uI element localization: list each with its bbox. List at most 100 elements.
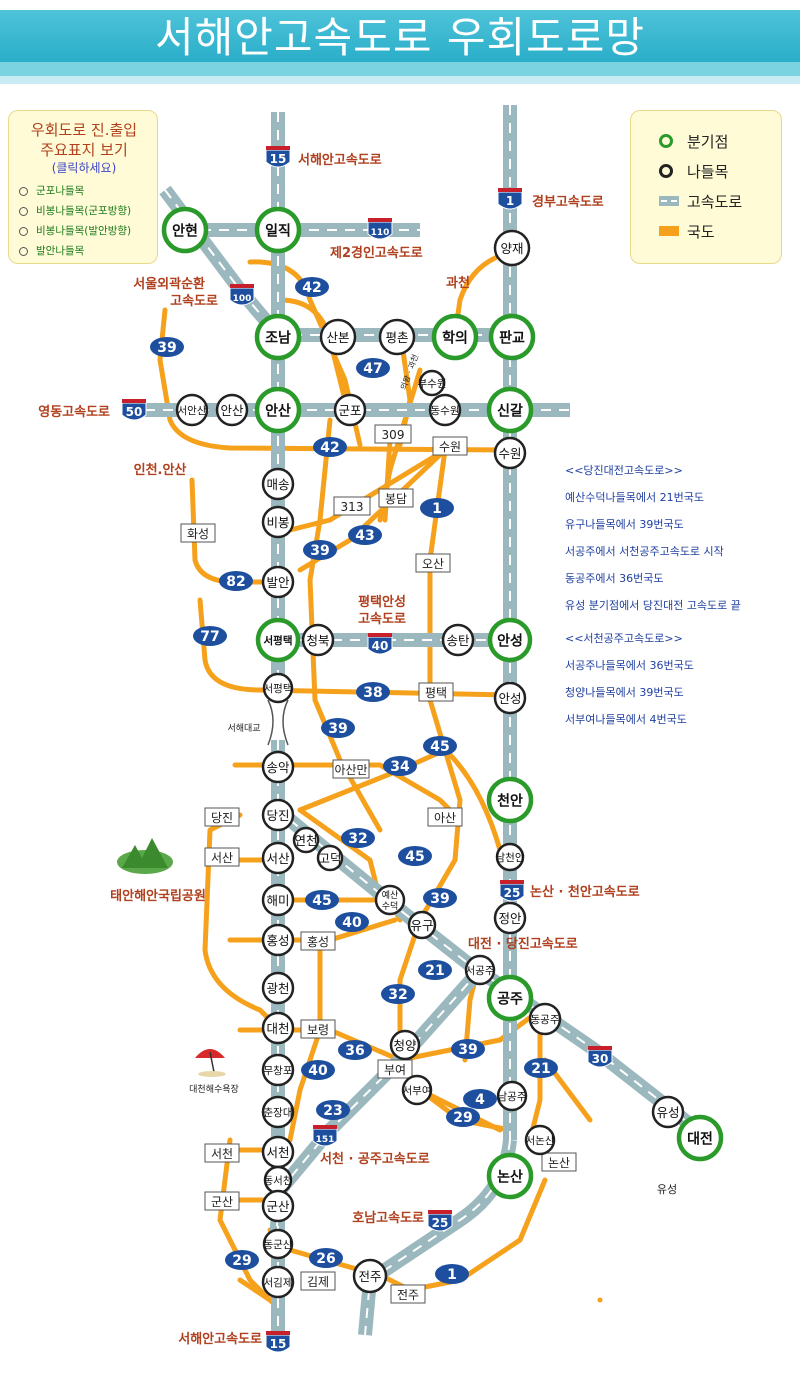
- interchange-34: 서부여: [401, 1074, 433, 1106]
- shortcut-item-gunpo[interactable]: 군포나들목: [19, 183, 84, 198]
- radio-icon: [19, 226, 28, 236]
- national-road-swatch-icon: [659, 226, 679, 236]
- interchange-4: 안산: [215, 393, 249, 427]
- expressway-label-line2: 고속도로: [170, 294, 218, 309]
- interchange-label: 서김제: [264, 1277, 293, 1289]
- badge-shape: [341, 828, 375, 848]
- interchange-41: 동군산: [262, 1228, 294, 1260]
- shield-cap: [313, 1125, 337, 1129]
- junction-0: 안현: [161, 206, 209, 254]
- interchange-27: 서공주: [464, 954, 496, 986]
- junction-label: 서평택: [264, 634, 293, 647]
- route-shield-3: 100: [229, 284, 255, 306]
- interchange-label: 정안: [498, 911, 522, 926]
- route-shield-5: 40: [367, 633, 393, 655]
- city-box-label: 서천: [211, 1146, 233, 1161]
- junction-10: 공주: [486, 974, 534, 1022]
- road-number-badge: 32: [341, 828, 375, 848]
- road-number-badge: 1: [420, 498, 454, 518]
- shortcut-item-balan[interactable]: 발안나들목: [19, 243, 84, 258]
- junction-label: 대전: [687, 1130, 713, 1147]
- interchange-ring: [261, 971, 295, 1005]
- expressway-label-line2: 고속도로: [358, 612, 406, 627]
- badge-number: 32: [348, 831, 367, 847]
- national-road-line: [527, 1017, 543, 1143]
- city-box-frame: [432, 436, 468, 456]
- road-number-badge: 40: [301, 1060, 335, 1080]
- city-box: 논산: [541, 1152, 577, 1172]
- road-number-badge: 77: [193, 626, 227, 646]
- badge-number: 40: [308, 1063, 328, 1079]
- interchange-35: 춘장대: [261, 1095, 295, 1129]
- badge-shape: [418, 960, 452, 980]
- road-number-badge: 39: [423, 888, 457, 908]
- shortcut-box: 우회도로 진.출입 주요표지 보기 (클릭하세요) 군포나들목 비봉나들목(군포…: [8, 110, 158, 264]
- interchange-ring: [496, 1080, 528, 1112]
- interchange-38: 서천: [261, 1135, 295, 1169]
- junction-ring: [255, 617, 301, 663]
- shield-cap: [588, 1046, 612, 1050]
- interchange-ring: [428, 393, 462, 427]
- badge-number: 36: [345, 1043, 364, 1059]
- badge-number: 29: [232, 1253, 251, 1269]
- shortcut-item-bibong-gunpo[interactable]: 비봉나들목(군포방향): [19, 203, 131, 218]
- interchange-label: 무창포: [264, 1065, 293, 1077]
- city-box-frame: [374, 424, 412, 444]
- city-box-frame: [541, 1152, 577, 1172]
- city-box: 서산: [204, 847, 240, 867]
- shield-cap: [498, 188, 522, 192]
- city-box-frame: [332, 759, 370, 779]
- note-line: 청양나들목에서 39번국도: [565, 686, 684, 699]
- shield-icon: [367, 221, 393, 240]
- city-box-frame: [418, 682, 454, 702]
- radio-icon: [19, 206, 28, 216]
- expressway-swatch-icon: [659, 196, 679, 206]
- city-box: 보령: [300, 1019, 336, 1039]
- interchange-ring: [495, 842, 525, 872]
- interchange-ring: [261, 1189, 295, 1223]
- interchange-label: 당진: [266, 808, 289, 823]
- city-box-frame: [300, 931, 336, 951]
- note-line: 동공주에서 36번국도: [565, 572, 664, 585]
- badge-shape: [338, 1040, 372, 1060]
- road-number-badge: 45: [398, 846, 432, 866]
- shield-cap: [428, 1210, 452, 1214]
- interchange-label: 군산: [266, 1199, 290, 1214]
- badge-shape: [348, 525, 382, 545]
- shortcut-item-bibong-balan[interactable]: 비봉나들목(발안방향): [19, 223, 131, 238]
- interchange-ring: [418, 369, 446, 397]
- interchange-label: 매송: [266, 477, 289, 492]
- road-number-badge: 21: [418, 960, 452, 980]
- city-box-label: 군산: [211, 1195, 233, 1209]
- badge-number: 39: [157, 340, 176, 356]
- interchange-31: 청양: [389, 1029, 421, 1061]
- interchange-0: 양재: [493, 229, 531, 267]
- city-box-frame: [377, 1059, 413, 1079]
- junction-label: 조남: [265, 329, 291, 346]
- junction-ring: [488, 313, 536, 361]
- city-box-frame: [204, 1143, 240, 1163]
- interchange-label: 서논산: [526, 1135, 555, 1147]
- interchange-label: 발안: [266, 575, 290, 590]
- interchange-21: 남천안: [495, 842, 525, 872]
- junction-1: 일직: [254, 206, 302, 254]
- interchange-18: 연천: [292, 826, 320, 854]
- badge-number: 77: [200, 629, 219, 645]
- radio-icon: [19, 246, 28, 256]
- interchange-29: 동공주: [528, 1002, 562, 1036]
- interchange-label: 군포: [338, 403, 361, 418]
- national-road-line: [247, 259, 363, 448]
- city-box-label: 서산: [211, 851, 233, 865]
- city-box: 평택: [418, 682, 454, 702]
- badge-number: 42: [320, 440, 339, 456]
- interchange-6: 부수원: [418, 369, 446, 397]
- city-box: 김제: [300, 1271, 336, 1291]
- road-number-badge: 1: [435, 1264, 469, 1284]
- interchange-label: 남천안: [496, 852, 525, 864]
- shield-icon: [499, 883, 525, 902]
- national-road-line: [297, 447, 448, 573]
- map-labels: 서해안고속도로경부고속도로제2경인고속도로서울외곽순환고속도로영동고속도로평택안…: [38, 152, 677, 1347]
- badge-shape: [225, 1250, 259, 1270]
- interchange-label: 서부여: [403, 1085, 432, 1097]
- expressway-label: 경부고속도로: [532, 194, 604, 210]
